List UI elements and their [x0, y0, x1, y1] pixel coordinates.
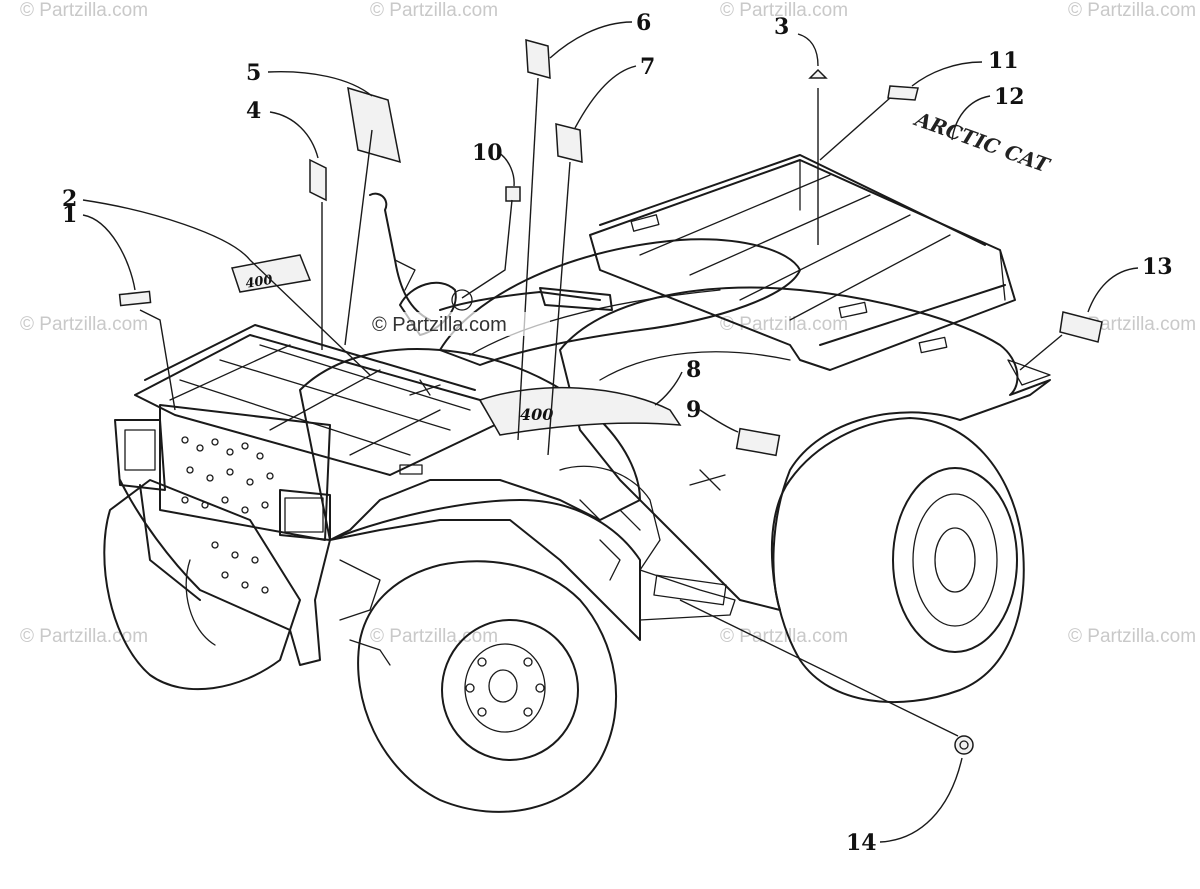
callout-1: 1	[62, 202, 77, 228]
leader-8	[654, 371, 683, 406]
leader-1	[82, 214, 136, 291]
leader-3	[797, 33, 819, 67]
callout-11: 11	[988, 48, 1019, 74]
leader-13b	[1019, 334, 1063, 371]
decal-9	[735, 427, 781, 457]
leader-5b	[344, 129, 373, 346]
decal-13	[1059, 311, 1103, 343]
callout-4: 4	[246, 98, 261, 124]
grille-texture	[181, 436, 274, 594]
decal-2-text: 400	[245, 273, 274, 292]
decal-3	[808, 68, 828, 79]
watermark: © Partzilla.com	[20, 0, 148, 21]
leader-10	[497, 151, 515, 187]
decal-14-inner	[959, 740, 969, 750]
front-left-tire	[103, 479, 301, 691]
callout-3: 3	[774, 14, 789, 40]
decal-10	[505, 186, 521, 202]
center-watermark-bg	[372, 312, 550, 336]
callout-12: 12	[994, 84, 1025, 110]
callout-2: 2	[62, 186, 77, 212]
decal-12-text: ARCTIC CAT	[910, 106, 1054, 178]
front-right-tire	[357, 560, 618, 813]
leader-6	[549, 21, 633, 59]
watermark: © Partzilla.com	[1068, 0, 1196, 21]
leader-4	[269, 111, 319, 159]
callout-14: 14	[846, 830, 877, 856]
decal-14	[954, 735, 974, 755]
decals: 400 400 ARCTIC CAT	[118, 39, 1103, 755]
decal-2: 400	[231, 254, 312, 293]
watermark: © Partzilla.com	[370, 0, 498, 21]
callout-8: 8	[686, 357, 701, 383]
leader-13	[1087, 267, 1139, 313]
callout-9: 9	[686, 397, 701, 423]
watermark: © Partzilla.com	[720, 626, 848, 647]
callout-6: 6	[636, 10, 651, 36]
decal-1	[118, 290, 152, 307]
decal-5	[347, 86, 401, 164]
callout-numbers: 1 2 3 4 5 6 7 8 9 10 11 12 13 14	[62, 10, 1173, 856]
callout-13: 13	[1142, 254, 1173, 280]
watermark: © Partzilla.com	[20, 626, 148, 647]
rear-tire	[770, 417, 1025, 704]
leader-7b	[547, 161, 571, 456]
decal-4	[309, 158, 327, 202]
callout-7: 7	[640, 54, 655, 80]
watermark: © Partzilla.com	[1068, 626, 1196, 647]
leader-2	[82, 199, 371, 376]
leader-5	[267, 71, 373, 97]
rear-fender	[559, 286, 1051, 611]
leader-14	[679, 599, 959, 737]
decal-8: 400	[478, 386, 682, 436]
leader-1b	[139, 309, 176, 411]
leader-14b	[879, 757, 963, 843]
front-bumper	[114, 404, 331, 666]
leader-12	[951, 95, 991, 141]
watermark: © Partzilla.com	[720, 0, 848, 21]
leader-9	[699, 409, 739, 433]
decal-7	[555, 123, 583, 163]
callout-10: 10	[472, 140, 503, 166]
leader-6b	[517, 77, 539, 441]
decal-11	[887, 85, 919, 101]
center-watermark: © Partzilla.com	[372, 314, 507, 336]
leader-7	[574, 65, 637, 129]
decal-8-text: 400	[520, 405, 553, 424]
leader-10b	[461, 199, 513, 299]
leader-11	[911, 61, 983, 87]
rear-rack	[589, 154, 1016, 371]
leader-11b	[819, 97, 891, 161]
decal-6	[525, 39, 551, 79]
handlebar	[369, 192, 613, 336]
leader-lines	[82, 21, 1139, 843]
watermark: © Partzilla.com	[20, 314, 148, 335]
seat	[439, 238, 801, 366]
callout-5: 5	[246, 60, 261, 86]
atv-drawing	[103, 154, 1051, 813]
engine-details	[339, 465, 736, 666]
watermark: © Partzilla.com	[370, 626, 498, 647]
